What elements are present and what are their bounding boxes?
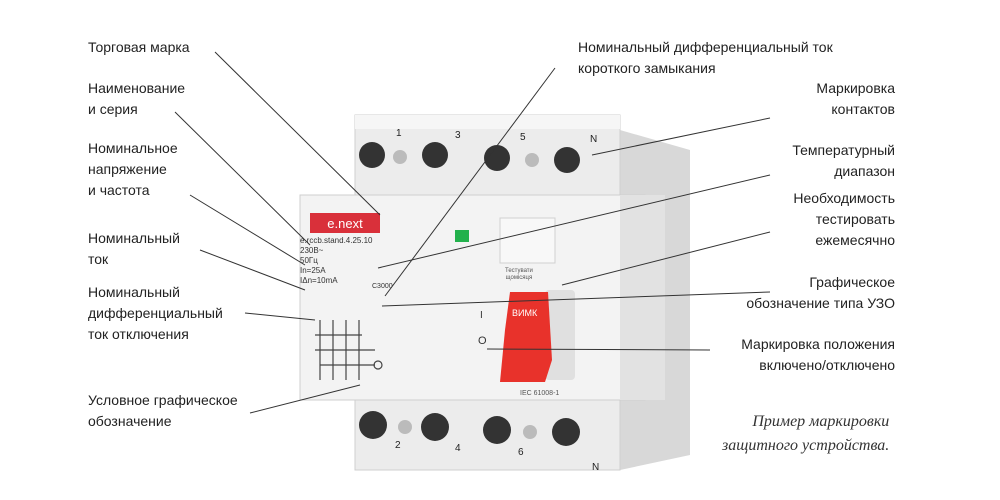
terminal-4: 4 [455, 443, 461, 454]
label-line: Условное графическое [88, 392, 238, 408]
label-line: включено/отключено [759, 357, 895, 373]
test-button[interactable] [499, 217, 556, 264]
diff-current-text: IΔn=10mA [300, 276, 338, 285]
label-line: Номинальное [88, 140, 178, 156]
label-line: Необходимость [793, 190, 895, 206]
top-terminals [359, 142, 580, 173]
label-voltage-frequency: Номинальное напряжение и частота [88, 138, 178, 201]
terminal-n-bottom: N [592, 462, 600, 473]
lever-switch[interactable] [500, 292, 552, 382]
label-line: Наименование [88, 80, 186, 96]
label-line: Номинальный [88, 230, 180, 246]
label-name-series: Наименование и серия [88, 78, 185, 120]
label-line: Графическое [809, 274, 895, 290]
terminal-5: 5 [520, 132, 526, 143]
frequency-text: 50Гц [300, 256, 318, 265]
label-line: Маркировка [816, 80, 895, 96]
brand-text: e.next [327, 216, 363, 231]
label-line: обозначение [88, 413, 172, 429]
label-line: Температурный [792, 142, 895, 158]
label-line: диапазон [834, 163, 895, 179]
label-line: Пример маркировки [752, 413, 890, 430]
label-line: Торговая марка [88, 39, 190, 55]
label-line: и частота [88, 182, 150, 198]
label-rated-current: Номинальный ток [88, 228, 180, 270]
test-text-line: щомісяця [505, 275, 533, 281]
label-graphic-symbol: Условное графическое обозначение [88, 390, 238, 432]
label-trademark: Торговая марка [88, 37, 190, 58]
label-line: дифференциальный [88, 305, 223, 321]
terminal-6: 6 [518, 447, 524, 458]
label-line: Маркировка положения [741, 336, 895, 352]
terminal-1: 1 [396, 128, 402, 139]
bottom-terminals [359, 411, 580, 446]
label-line: Номинальный дифференциальный ток [578, 39, 833, 55]
voltage-text: 230В~ [300, 246, 324, 255]
label-line: Номинальный [88, 284, 180, 300]
label-line: обозначение типа УЗО [746, 295, 895, 311]
current-text: In=25A [300, 266, 326, 275]
off-mark: O [478, 335, 487, 347]
model-text: e.rccb.stand.4.25.10 [300, 236, 373, 245]
rating-text: C3000 [372, 283, 393, 290]
test-text: Тестувати щомісяця [505, 268, 533, 282]
terminal-3: 3 [455, 130, 461, 141]
caption: Пример маркировки защитного устройства. [722, 410, 889, 458]
label-line: короткого замыкания [578, 60, 716, 76]
label-short-circuit-current: Номинальный дифференциальный ток коротког… [578, 37, 833, 79]
label-line: ежемесячно [815, 232, 895, 248]
label-line: ток [88, 251, 109, 267]
label-line: напряжение [88, 161, 167, 177]
test-text-line: Тестувати [505, 268, 533, 274]
label-line: ток отключения [88, 326, 189, 342]
label-contact-marking: Маркировка контактов [816, 78, 895, 120]
label-line: тестировать [815, 211, 895, 227]
circuit-schematic-symbol [315, 320, 383, 380]
label-position-marking: Маркировка положения включено/отключено [741, 334, 895, 376]
brand-logo [310, 213, 380, 233]
label-rcd-type-symbol: Графическое обозначение типа УЗО [746, 272, 895, 314]
label-monthly-test: Необходимость тестировать ежемесячно [793, 188, 895, 251]
label-temperature-range: Температурный диапазон [792, 140, 895, 182]
device-markings: e.rccb.stand.4.25.10 230В~ 50Гц In=25A I… [300, 236, 373, 286]
leader-lines [174, 51, 771, 414]
terminal-2: 2 [395, 440, 401, 451]
label-line: контактов [831, 101, 895, 117]
label-line: и серия [88, 101, 138, 117]
standard-text: IEC 61008-1 [520, 390, 560, 397]
label-diff-trip-current: Номинальный дифференциальный ток отключени… [88, 282, 223, 345]
terminal-n-top: N [590, 134, 598, 145]
on-mark: I [480, 310, 483, 321]
lever-text: ВИМК [512, 308, 538, 318]
status-indicator [455, 230, 469, 242]
label-line: защитного устройства. [722, 437, 890, 454]
